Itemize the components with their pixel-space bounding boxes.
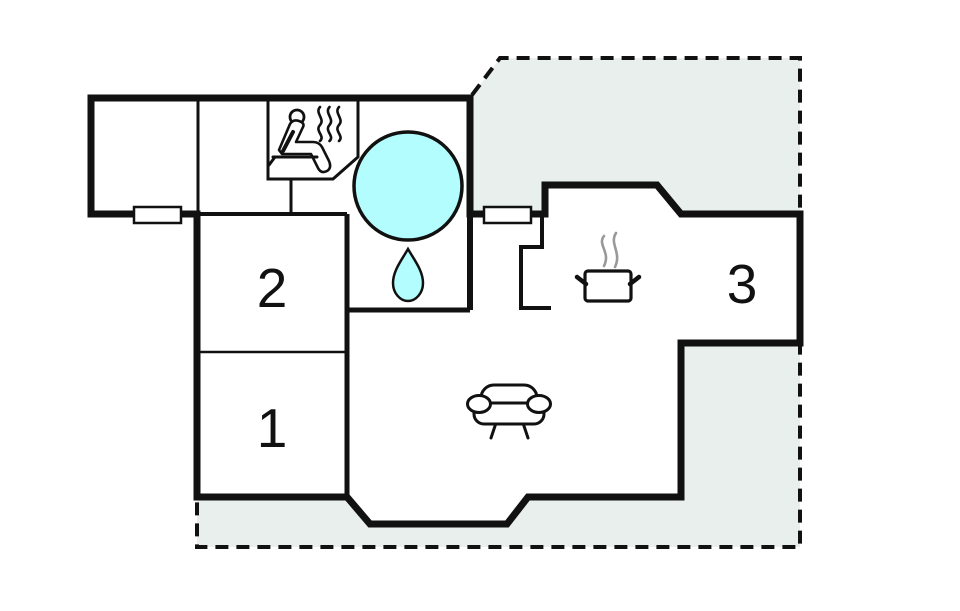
sofa-armrest [466, 394, 492, 414]
water-drop-icon [391, 246, 425, 303]
sofa-armrest [526, 394, 552, 414]
window-icon [132, 205, 183, 225]
window-icon [482, 205, 533, 225]
room-label-3: 3 [727, 253, 758, 315]
ink-layer [87, 56, 804, 549]
cooking-pot-icon [574, 231, 642, 303]
room-label-2: 2 [257, 257, 288, 319]
steam-icon [600, 231, 619, 269]
sauna-steam-icon [317, 105, 342, 143]
pot-handle-right [627, 274, 642, 287]
sauna-bench [267, 155, 319, 167]
hot-tub-icon [352, 130, 464, 242]
room-label-1: 1 [257, 397, 288, 459]
kitchen-counter-wall [519, 214, 551, 310]
sauna-icon [267, 105, 342, 174]
pot-handle-left [574, 274, 589, 287]
sofa-seat [472, 401, 546, 426]
interior-walls [196, 98, 551, 497]
wall-sauna-room [266, 98, 360, 181]
sauna-person-arm [281, 130, 295, 153]
sofa-icon [466, 383, 552, 440]
pot-body [583, 269, 633, 303]
terrace-area [197, 58, 800, 547]
